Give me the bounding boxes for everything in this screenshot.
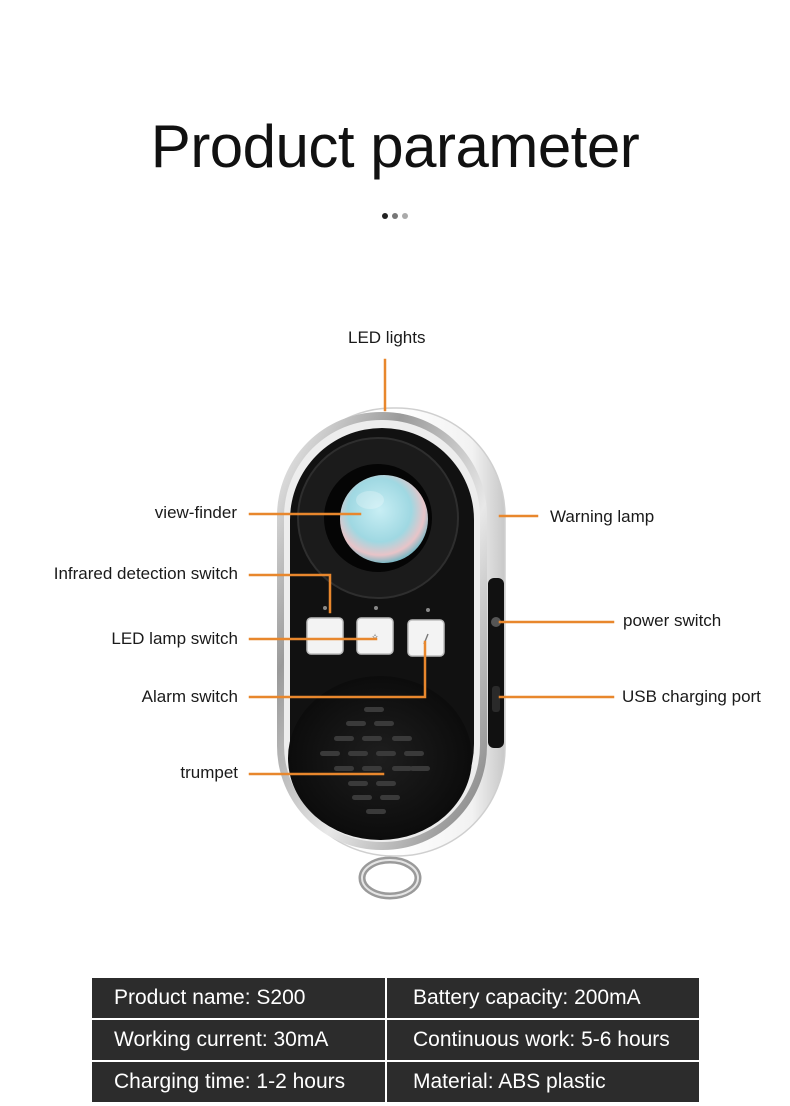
spec-table: Product name: S200 Battery capacity: 200… — [90, 976, 701, 1104]
callout-alarm-switch: Alarm switch — [141, 687, 238, 706]
infrared-button — [306, 617, 344, 655]
power-switch-knob — [491, 617, 501, 627]
callout-led-lamp-switch: LED lamp switch — [111, 629, 238, 648]
spec-cell: Product name: S200 — [90, 976, 387, 1020]
callout-infrared-switch: Infrared detection switch — [53, 564, 238, 583]
callout-usb-port: USB charging port — [622, 687, 761, 706]
callout-trumpet: trumpet — [180, 763, 238, 782]
spec-cell: Continuous work: 5-6 hours — [385, 1018, 701, 1062]
callout-power-switch: power switch — [623, 611, 722, 630]
led-lamp-button — [356, 617, 394, 655]
dot[interactable] — [402, 213, 408, 219]
dot[interactable] — [392, 213, 398, 219]
spec-row: Charging time: 1-2 hours Material: ABS p… — [90, 1060, 701, 1104]
callout-led-lights: LED lights — [348, 328, 426, 347]
usb-port — [492, 686, 500, 712]
spec-row: Working current: 30mA Continuous work: 5… — [90, 1018, 701, 1062]
speaker-grille — [320, 707, 430, 814]
callout-view-finder: view-finder — [154, 503, 237, 522]
device-illustration: — — — ✧ — [248, 358, 615, 900]
spec-cell: Working current: 30mA — [90, 1018, 387, 1062]
spec-cell: Material: ABS plastic — [385, 1060, 701, 1104]
page-title: Product parameter — [150, 113, 640, 180]
spec-cell: Battery capacity: 200mA — [385, 976, 701, 1020]
leader-lines — [248, 358, 615, 776]
callout-warning-lamp: Warning lamp — [550, 507, 655, 526]
spec-row: Product name: S200 Battery capacity: 200… — [90, 976, 701, 1020]
dot-active[interactable] — [382, 213, 388, 219]
trumpet-speaker — [288, 676, 472, 840]
carousel-dots — [0, 206, 790, 224]
spec-cell: Charging time: 1-2 hours — [90, 1060, 387, 1104]
